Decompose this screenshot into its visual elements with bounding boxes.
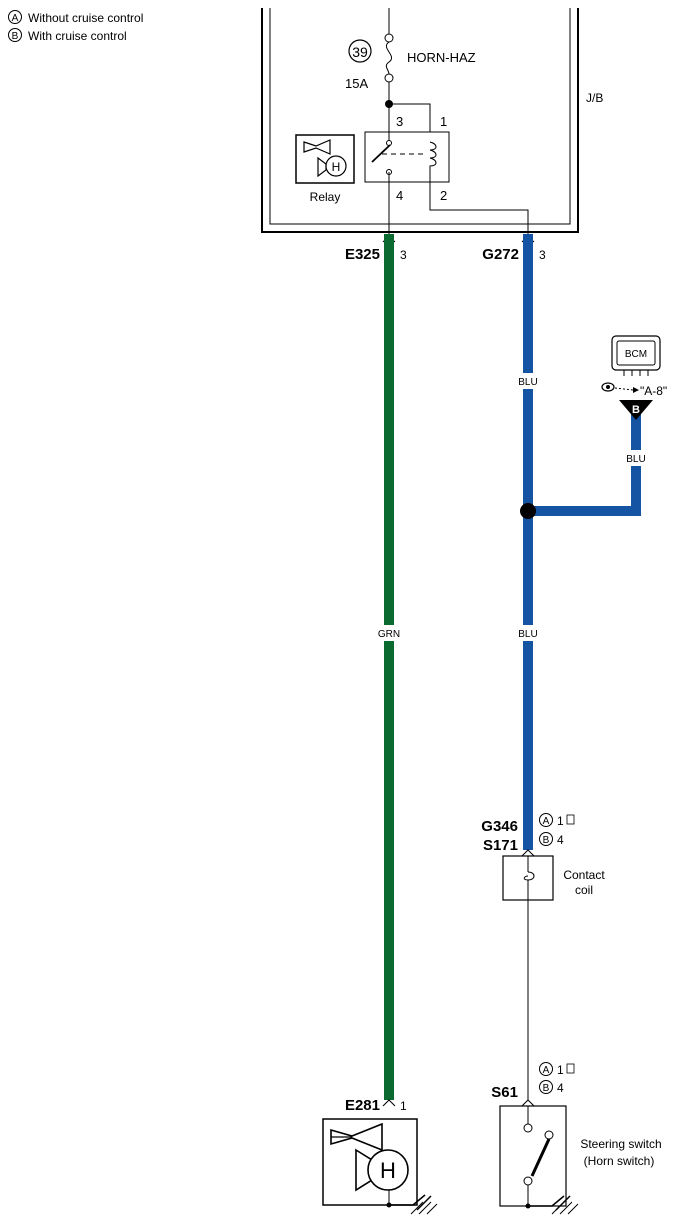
bcm-module: BCM	[611, 335, 661, 376]
relay-pin-3: 3	[396, 114, 403, 129]
horn: H	[322, 1118, 438, 1215]
connector-g346: G346	[481, 818, 518, 835]
green-wire: GRN	[376, 234, 402, 1100]
relay-pin-4: 4	[396, 188, 403, 203]
connector-e325-pin: 3	[400, 248, 407, 262]
steering-switch	[499, 1105, 579, 1215]
horn-letter: H	[380, 1158, 396, 1183]
fuse-rating: 15A	[345, 76, 368, 91]
connector-e281: E281	[345, 1097, 380, 1114]
steering-switch-label-2: (Horn switch)	[584, 1154, 655, 1168]
connector-e325: E325	[345, 246, 380, 263]
sw-b-mark: B	[543, 1083, 550, 1094]
horn-icon: H	[330, 1122, 409, 1192]
green-wire-label: GRN	[378, 629, 400, 640]
cc-b-pin: 4	[557, 833, 564, 847]
blue-wire: BLU BLU BLU	[514, 234, 650, 850]
jb-connector-ticks	[382, 235, 535, 243]
legend-a-text: Without cruise control	[28, 11, 143, 25]
contact-coil-label-2: coil	[575, 883, 593, 897]
bcm-wire-label: BLU	[626, 454, 645, 465]
bcm-label: BCM	[625, 349, 647, 360]
legend-b-mark: B	[12, 31, 19, 42]
bcm-reference: "A-8"	[640, 384, 667, 398]
relay-label: Relay	[310, 190, 341, 204]
blue-wire-upper-label: BLU	[518, 377, 537, 388]
legend-a-mark: A	[12, 13, 19, 24]
relay-icon-letter: H	[332, 160, 341, 174]
relay-pin-1: 1	[440, 114, 447, 129]
sw-a-pin: 1	[557, 1063, 564, 1077]
connector-g272-pin: 3	[539, 248, 546, 262]
sw-a-mark: A	[543, 1065, 550, 1076]
contact-coil	[502, 855, 554, 1100]
contact-coil-label-1: Contact	[563, 868, 605, 882]
connector-e281-pin: 1	[400, 1099, 407, 1113]
connector-s171: S171	[483, 837, 518, 854]
fuse-name: HORN-HAZ	[407, 50, 476, 65]
junction-box-label: J/B	[586, 91, 603, 105]
junction-box	[261, 8, 579, 233]
relay-pin-2: 2	[440, 188, 447, 203]
eye-icon	[601, 382, 639, 393]
connector-g272: G272	[482, 246, 519, 263]
legend-b-text: With cruise control	[28, 29, 127, 43]
cc-b-mark: B	[543, 835, 550, 846]
sw-b-pin: 4	[557, 1081, 564, 1095]
connector-s61: S61	[491, 1084, 518, 1101]
bcm-connector-tag: B	[619, 400, 653, 420]
steering-switch-label-1: Steering switch	[580, 1137, 661, 1151]
horn-relay-icon: H	[295, 134, 355, 184]
relay-wiring	[364, 100, 529, 234]
cc-a-mark: A	[543, 816, 550, 827]
legend: A Without cruise control B With cruise c…	[8, 10, 143, 43]
blue-wire-lower-label: BLU	[518, 629, 537, 640]
fuse	[384, 8, 394, 104]
fuse-number: 39	[352, 44, 368, 60]
bcm-tag-letter: B	[632, 404, 640, 416]
cc-a-pin: 1	[557, 814, 564, 828]
